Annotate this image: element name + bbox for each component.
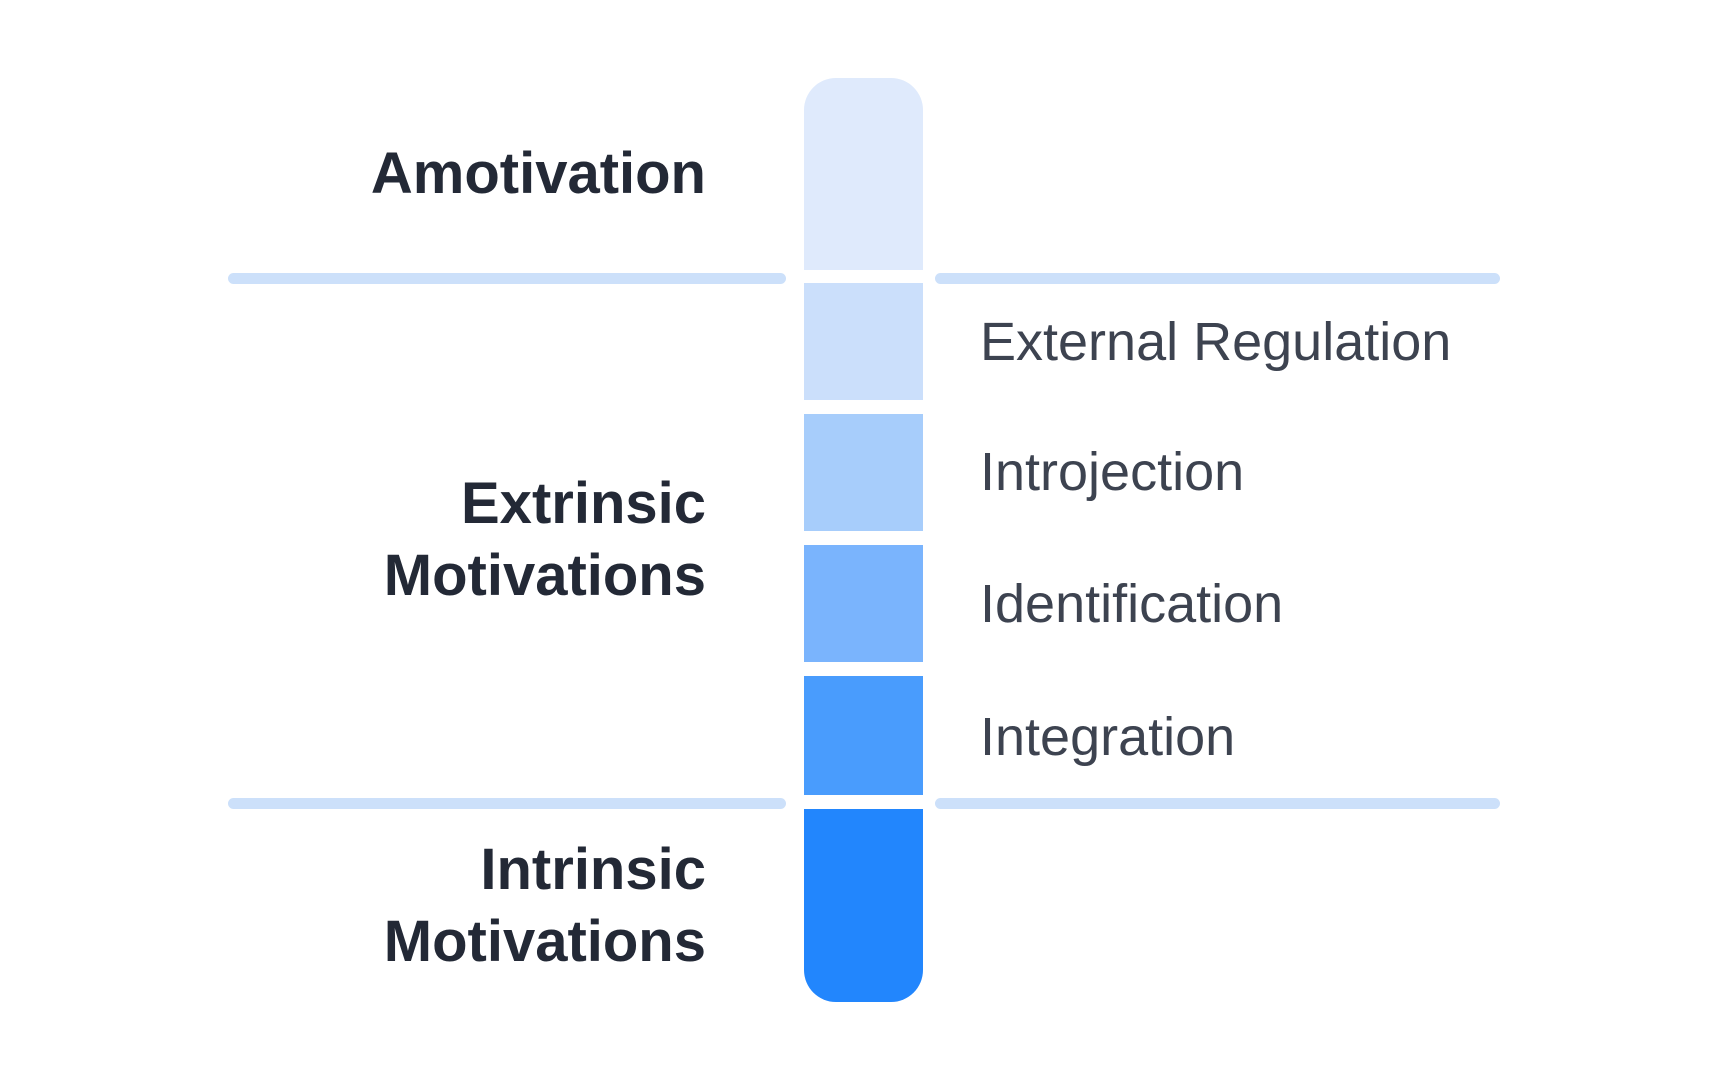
divider-amotivation-extrinsic-right [935, 273, 1500, 284]
label-extrinsic-motivations: Extrinsic Motivations [384, 468, 706, 612]
bar-segment-external-regulation [804, 283, 923, 400]
label-intrinsic-line1: Intrinsic [480, 837, 706, 902]
bar-segment-intrinsic [804, 809, 923, 1002]
label-extrinsic-line2: Motivations [383, 543, 706, 608]
label-amotivation-text: Amotivation [370, 141, 706, 206]
label-amotivation: Amotivation [371, 138, 706, 210]
motivation-bar [804, 78, 923, 1002]
bar-segment-amotivation [804, 78, 923, 270]
label-integration: Integration [980, 707, 1236, 767]
divider-amotivation-extrinsic-left [228, 273, 786, 284]
divider-extrinsic-intrinsic-right [935, 798, 1500, 809]
divider-extrinsic-intrinsic-left [228, 798, 786, 809]
label-introjection: Introjection [980, 442, 1245, 502]
label-external-regulation: External Regulation [980, 312, 1452, 372]
label-intrinsic-motivations: Intrinsic Motivations [384, 834, 706, 978]
bar-segment-integration [804, 676, 923, 795]
label-intrinsic-line2: Motivations [383, 909, 706, 974]
bar-segment-identification [804, 545, 923, 662]
bar-segment-introjection [804, 414, 923, 531]
label-extrinsic-line1: Extrinsic [461, 471, 706, 536]
label-identification: Identification [980, 574, 1284, 634]
